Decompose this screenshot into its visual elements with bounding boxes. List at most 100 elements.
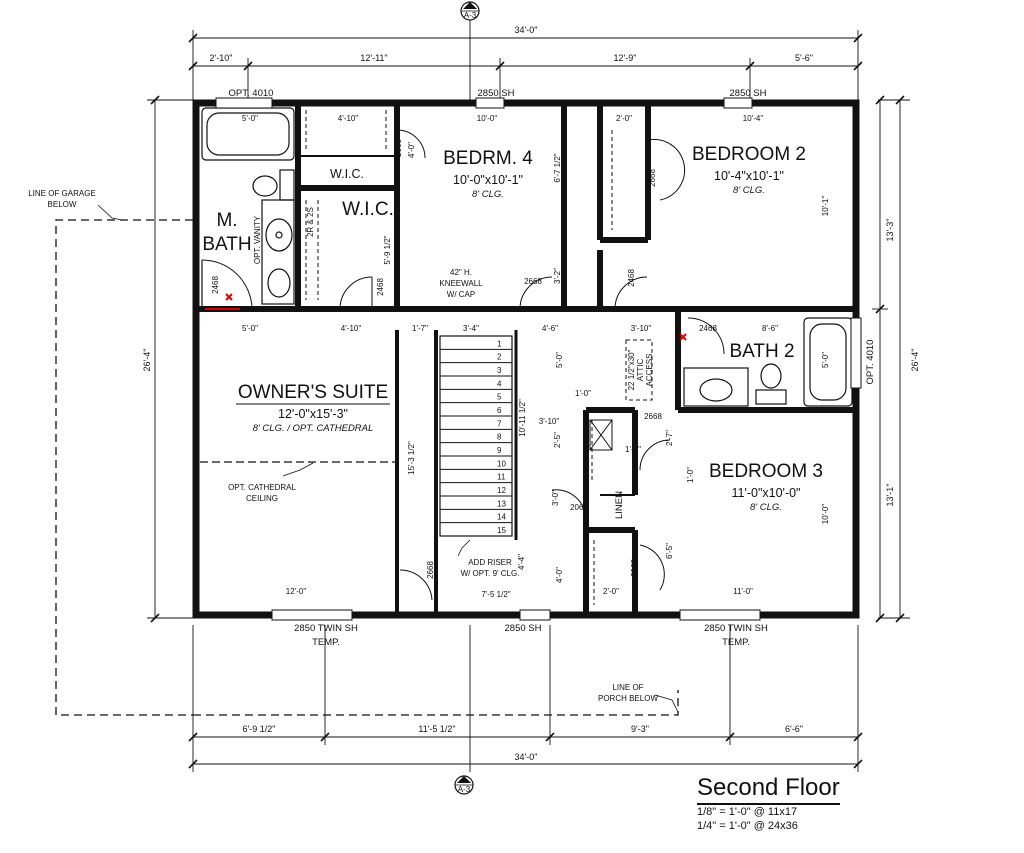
window-temp-bottom-right: TEMP. [722,637,750,648]
stair-step-number: 2 [497,353,502,362]
windows [215,97,862,621]
stair-step-number: 3 [497,366,502,375]
note-opt-vanity: OPT. VANITY [253,215,262,264]
door-label-3: 2668 [394,139,403,157]
note-garage-1: LINE OF GARAGE [28,189,96,198]
dim-bottom-overall: 34'-0" [515,752,538,762]
stair-step-number: 1 [497,339,502,348]
dimension-ticks [150,33,905,769]
dim-int-ad: 4'-4" [517,554,526,570]
dim-bottom-seg-2: 11'-5 1/2" [418,724,455,734]
window-label-bottom-left: 2850 TWIN SH [294,623,358,634]
stair-step-number: 12 [497,486,506,495]
note-shelves: 2R & 2S [306,207,315,237]
garage-outline [55,219,679,716]
door-label-8: 2668 [644,412,662,421]
dim-int-aa: 1'-0" [686,467,695,483]
dim-int-o: 3'-10" [631,324,652,333]
dim-top-seg-3: 12'-9" [614,53,637,63]
door-label-6: 2468 [627,269,636,287]
smoke-detectors [205,293,687,341]
dim-int-l: 1'-7" [412,324,428,333]
dim-int-a: 5'-0" [242,114,258,123]
dim-int-ah: 7'-5 1/2" [481,590,510,599]
room-linen-name: LINEN [614,491,625,519]
dim-int-u: 15'-3 1/2" [407,441,416,475]
dim-int-y: 1'-0" [625,445,641,454]
door-label-11: 2668 [426,561,435,579]
dim-int-p: 8'-6" [762,324,778,333]
note-attic-1: 22 1/2"x30" [627,349,636,390]
dim-top-overall: 34'-0" [515,25,538,35]
dim-right-seg-1: 13'-3" [885,219,895,242]
riser-leader [457,539,471,557]
door-label-1: 2468 [211,276,220,294]
dim-int-g: 6'-7 1/2" [553,153,562,182]
room-bedrm4-name: BEDRM. 4 [443,148,533,169]
dim-int-aj: 11'-0" [733,587,753,596]
title-block: Second Floor 1/8" = 1'-0" @ 11x17 1/4" =… [697,774,867,833]
stair-step-number: 14 [497,513,506,522]
dim-int-ag: 12'-0" [286,587,307,596]
dim-int-s: 3'-2" [553,268,562,284]
stair-step-number: 8 [497,433,502,442]
cathedral-line [200,461,395,477]
scale-note-2: 1/4" = 1'-0" @ 24x36 [697,820,798,832]
note-porch-2: PORCH BELOW [598,694,658,703]
dim-int-k: 4'-10" [341,324,362,333]
dim-int-c: 10'-0" [477,114,498,123]
dim-int-af: 4'-0" [555,567,564,583]
note-garage-2: BELOW [48,200,77,209]
door-swings [339,129,725,601]
garage-leader [97,204,123,221]
note-attic-2: ATTIC [636,359,645,382]
room-bedroom2-size: 10'-4"x10'-1" [714,169,784,183]
stair-step-number: 4 [497,379,502,388]
dim-int-q: 5'-0" [821,352,830,368]
window-label-bottom-right: 2850 TWIN SH [704,623,768,634]
stair-step-number: 15 [497,526,506,535]
dim-bottom-seg-3: 9'-3" [631,724,649,734]
svg-text:A: A [461,775,467,784]
door-label-9: 2068 [570,503,588,512]
svg-text:A-3: A-3 [458,785,471,794]
section-mark-bottom: A A-3 [454,775,474,795]
stair-step-number: 13 [497,499,506,508]
room-bath2-name: BATH 2 [729,341,794,362]
note-riser-1: ADD RISER [468,558,512,567]
window-label-right: OPT. 4010 [865,340,876,385]
dim-int-v: 1'-0" [575,389,591,398]
dim-int-z: 2'-7" [665,430,674,446]
dim-int-n: 4'-6" [542,324,558,333]
dim-top-seg-2: 12'-11" [360,53,387,63]
dim-int-ai: 2'-0" [603,587,619,596]
room-mbath-name-1: M. [216,210,237,231]
dim-top-seg-4: 5'-6" [795,53,813,63]
stair-step-number: 9 [497,446,502,455]
room-wic1-name: W.I.C. [330,167,364,181]
dim-int-h: 10'-1" [821,196,830,217]
dim-right-seg-2: 13'-1" [885,484,895,507]
door-label-4: 2668 [648,169,657,187]
room-bedrm4-size: 10'-0"x10'-1" [453,173,523,187]
dim-int-b: 4'-10" [338,114,359,123]
room-bedrm4-ceiling: 8' CLG. [472,189,504,200]
window-label-top-left: OPT. 4010 [229,88,274,99]
room-owners-ceiling: 8' CLG. / OPT. CATHEDRAL [253,423,374,434]
porch-leader [654,694,679,713]
svg-text:A-3: A-3 [464,11,477,20]
room-bedroom3-ceiling: 8' CLG. [750,502,782,513]
closet-shelves [305,110,653,605]
sheet-title: Second Floor [697,774,840,805]
section-mark-top: A A-3 [460,1,480,21]
dim-int-x: 2'-5" [553,432,562,448]
dim-bottom-seg-1: 6'-9 1/2" [243,724,276,734]
room-mbath-name-2: BATH [202,234,251,255]
window-label-bottom-mid: 2850 SH [505,623,542,634]
dim-int-m: 3'-4" [463,324,479,333]
note-attic-3: ACCESS [645,354,654,387]
dim-int-j: 5'-0" [242,324,258,333]
note-kneewall-1: 42" H. [450,268,472,277]
